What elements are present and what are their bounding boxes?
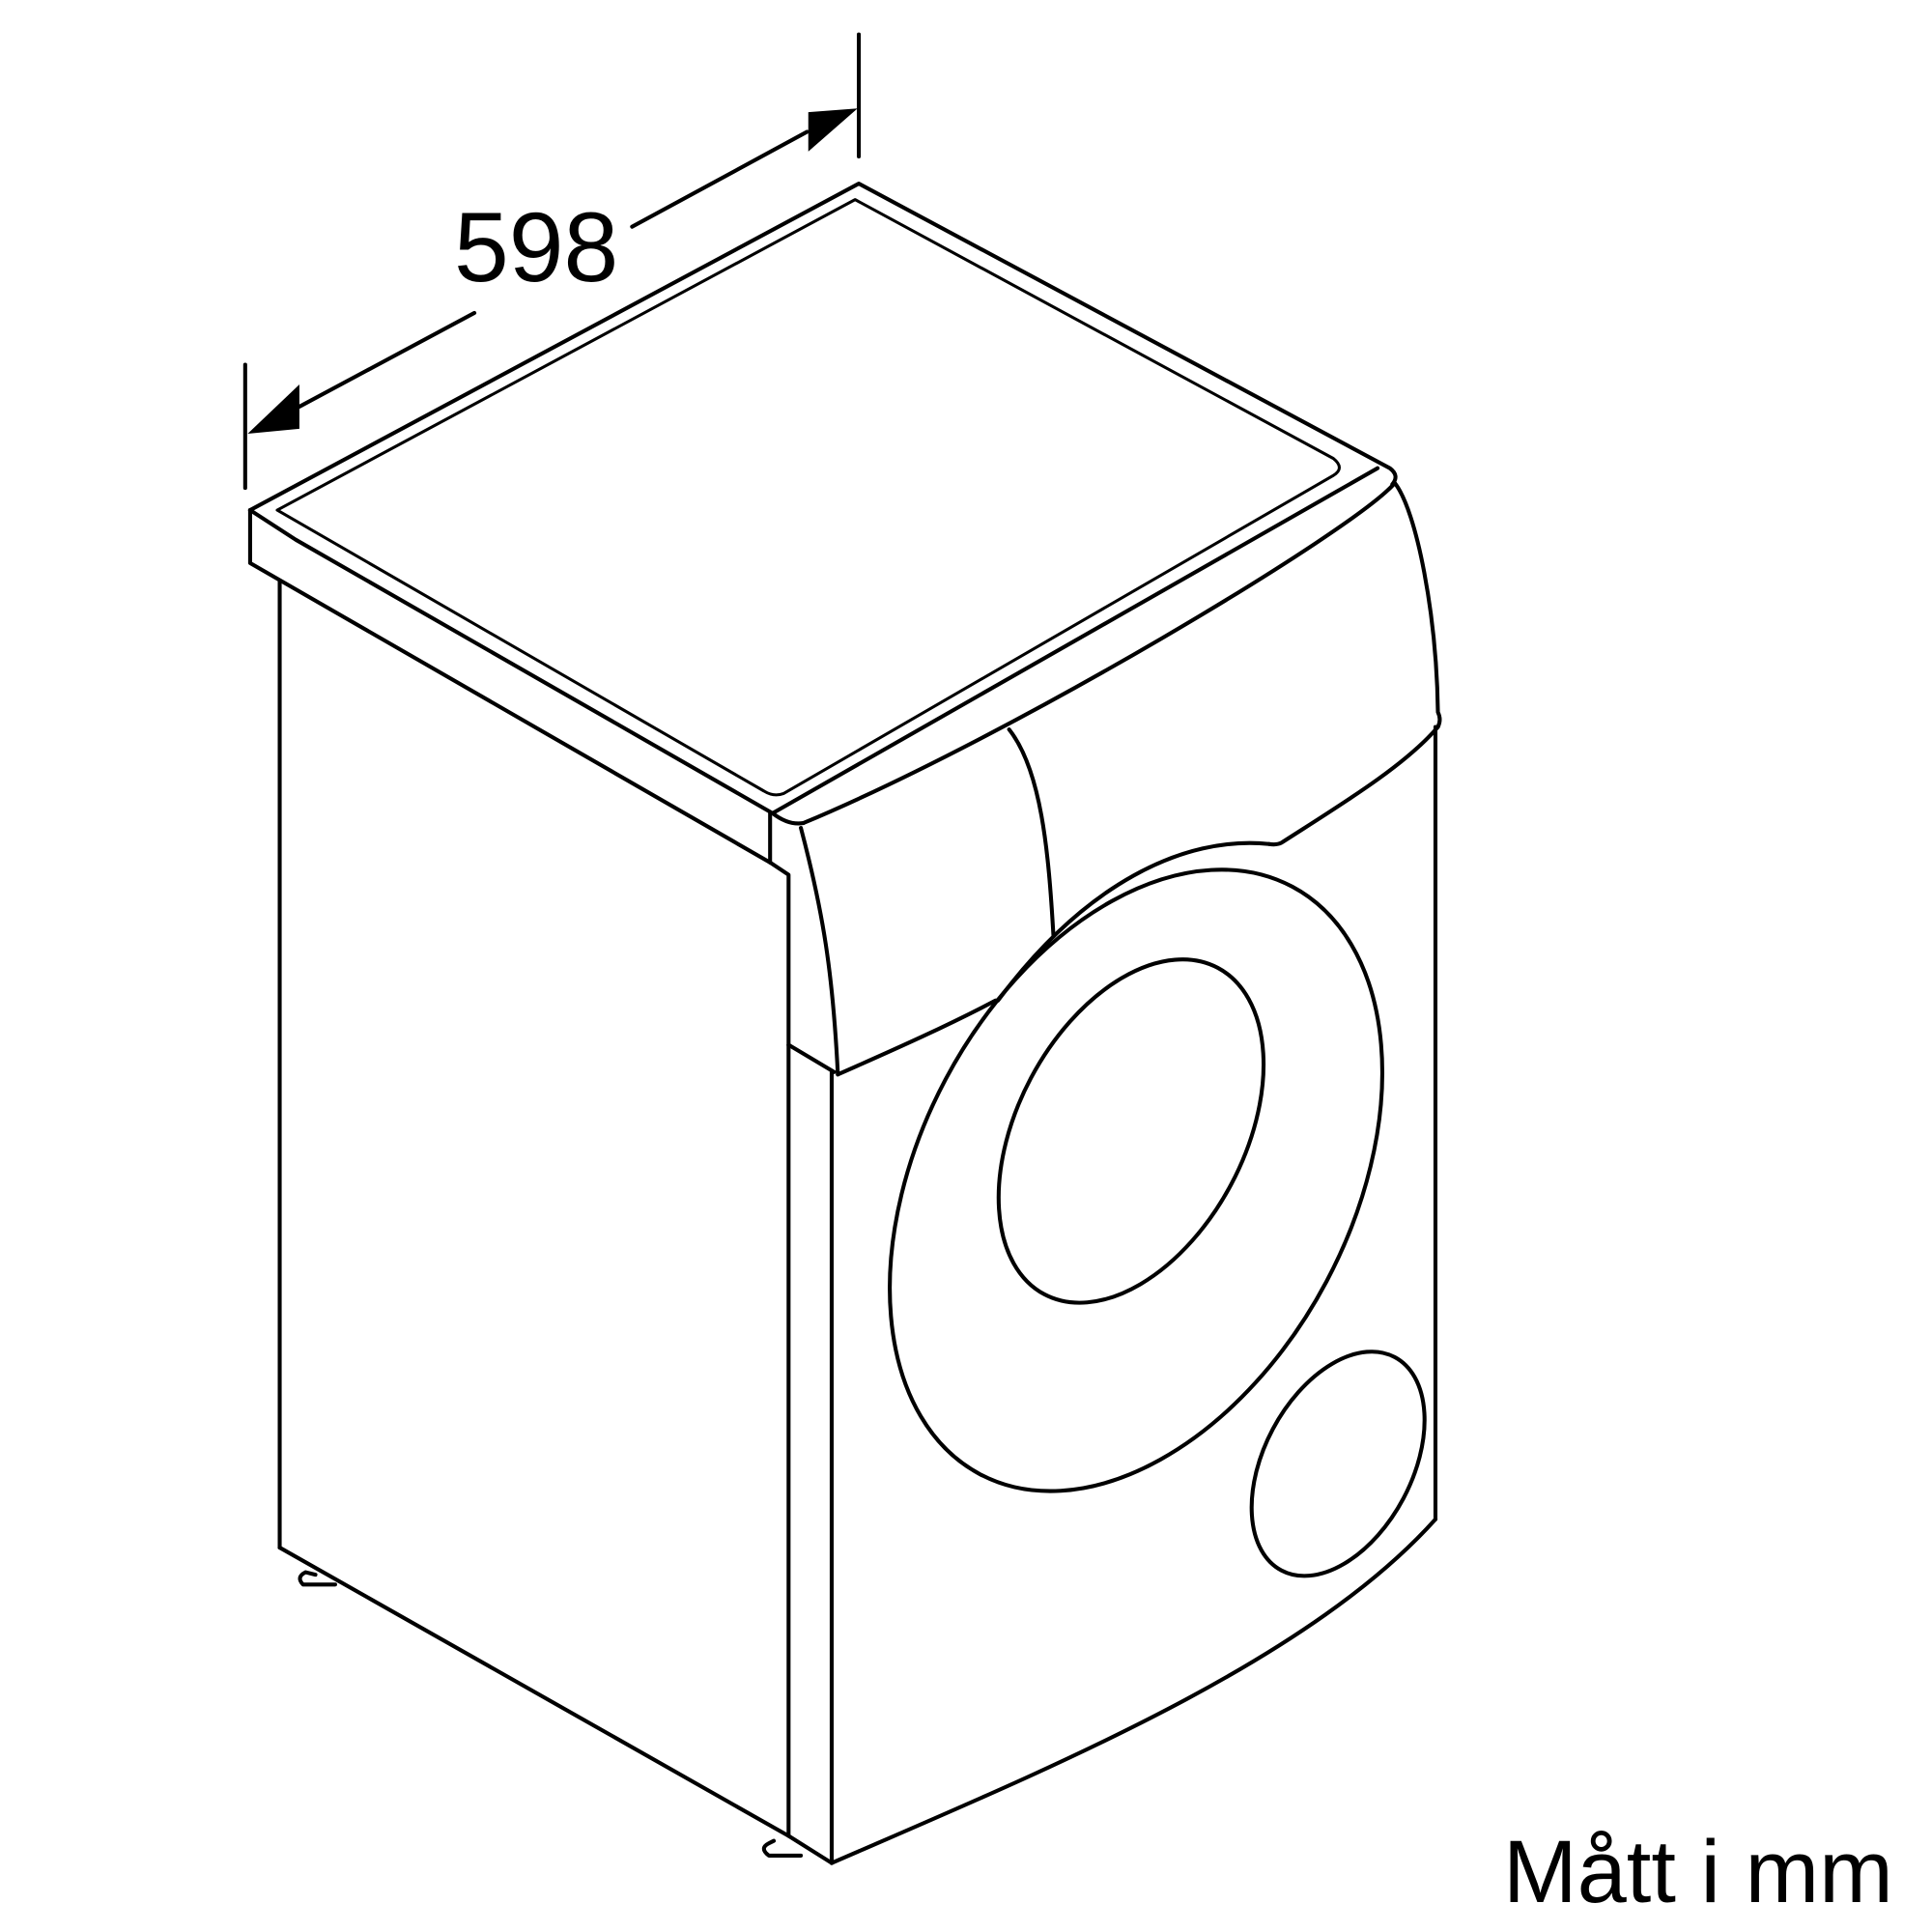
- cabinet-body: [247, 508, 1438, 1865]
- door: [888, 867, 1384, 1493]
- foot-left: [298, 1570, 337, 1587]
- arrow-left-icon: [247, 384, 299, 434]
- width-dimension-label: 598: [454, 192, 619, 302]
- dimension-line-right: [630, 129, 810, 229]
- unit-note: Mått i mm: [1503, 1823, 1893, 1921]
- top-panel: [247, 182, 1398, 826]
- arrow-right-icon: [808, 108, 858, 152]
- width-dimension: [242, 32, 862, 491]
- door-window: [996, 957, 1266, 1305]
- foot-front: [761, 1838, 804, 1858]
- dimension-line-left: [297, 310, 477, 409]
- front-fascia: [799, 480, 1442, 1077]
- service-hatch: [1249, 1350, 1427, 1578]
- door-outer-ring: [888, 867, 1384, 1493]
